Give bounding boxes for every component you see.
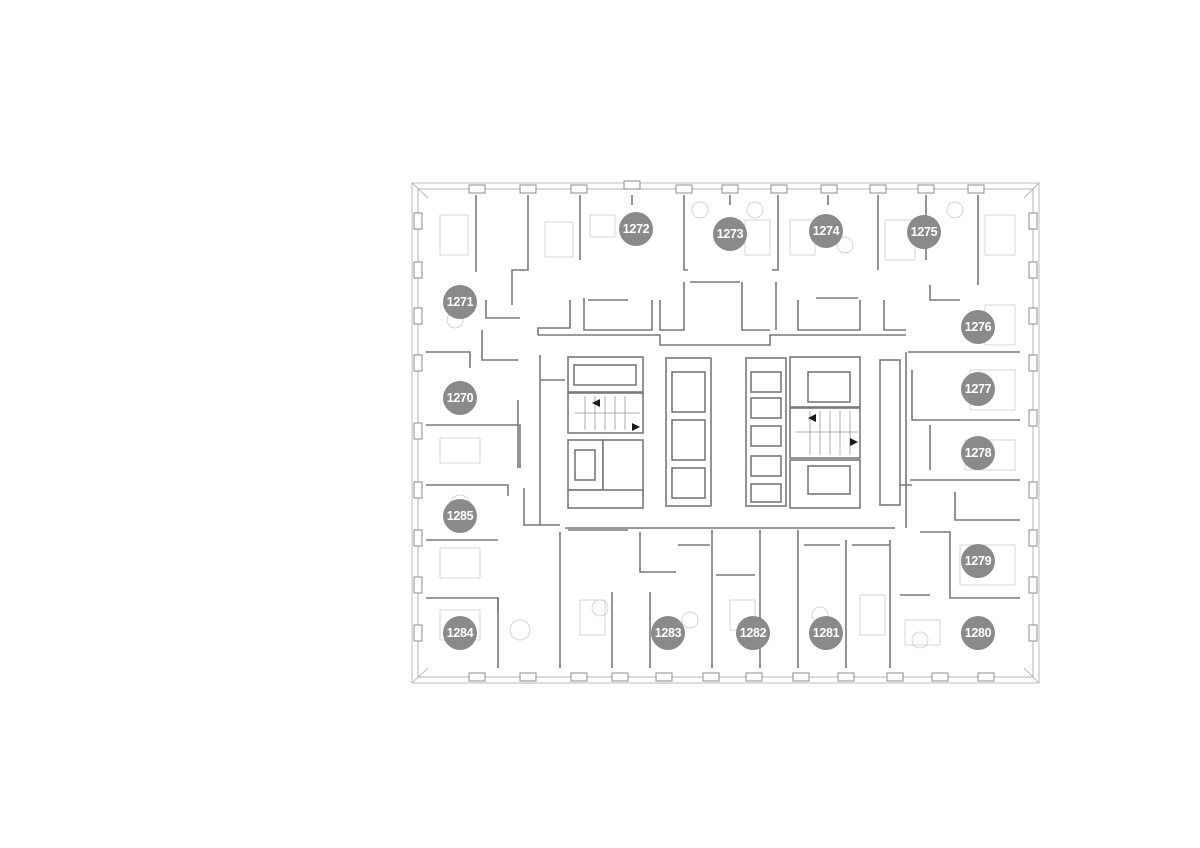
stair-arrow-left-down xyxy=(632,423,640,431)
unit-1273[interactable]: 1273 xyxy=(713,217,747,251)
corridor xyxy=(538,334,907,529)
stair-arrow-right-up xyxy=(808,414,816,422)
unit-1271[interactable]: 1271 xyxy=(443,285,477,319)
unit-label-1279: 1279 xyxy=(965,554,992,568)
unit-badge-1280 xyxy=(961,616,995,650)
unit-label-1285: 1285 xyxy=(447,509,474,523)
stair-arrow-left-up xyxy=(592,399,600,407)
furniture xyxy=(439,201,1016,649)
stair-right xyxy=(796,411,858,455)
unit-badge-1278 xyxy=(961,436,995,470)
unit-1274[interactable]: 1274 xyxy=(809,214,843,248)
unit-1283[interactable]: 1283 xyxy=(651,616,685,650)
unit-badge-1272 xyxy=(619,212,653,246)
elevator-bank-right xyxy=(745,357,787,507)
unit-label-1273: 1273 xyxy=(717,227,744,241)
unit-label-1284: 1284 xyxy=(447,626,474,640)
unit-1276[interactable]: 1276 xyxy=(961,310,995,344)
unit-badges: 1271 1272 1273 1274 1275 1276 1277 1278 xyxy=(443,212,995,650)
unit-label-1275: 1275 xyxy=(911,225,938,239)
unit-1285[interactable]: 1285 xyxy=(443,499,477,533)
unit-label-1274: 1274 xyxy=(813,224,840,238)
unit-badge-1285 xyxy=(443,499,477,533)
unit-label-1280: 1280 xyxy=(965,626,992,640)
stair-arrow-right-down xyxy=(850,438,858,446)
unit-1279[interactable]: 1279 xyxy=(961,544,995,578)
core-left xyxy=(567,356,644,509)
unit-badge-1273 xyxy=(713,217,747,251)
unit-1270[interactable]: 1270 xyxy=(443,381,477,415)
unit-badge-1274 xyxy=(809,214,843,248)
unit-badge-1270 xyxy=(443,381,477,415)
unit-label-1277: 1277 xyxy=(965,382,992,396)
unit-badge-1281 xyxy=(809,616,843,650)
unit-1284[interactable]: 1284 xyxy=(443,616,477,650)
unit-badge-1283 xyxy=(651,616,685,650)
unit-badge-1284 xyxy=(443,616,477,650)
unit-1282[interactable]: 1282 xyxy=(736,616,770,650)
unit-badge-1271 xyxy=(443,285,477,319)
unit-label-1283: 1283 xyxy=(655,626,682,640)
unit-badge-1277 xyxy=(961,372,995,406)
unit-badge-1276 xyxy=(961,310,995,344)
elevator-bank-left xyxy=(665,357,712,507)
building-outline xyxy=(411,182,1040,684)
unit-badge-1275 xyxy=(907,215,941,249)
core-right xyxy=(789,356,901,509)
unit-label-1276: 1276 xyxy=(965,320,992,334)
unit-badge-1282 xyxy=(736,616,770,650)
unit-1278[interactable]: 1278 xyxy=(961,436,995,470)
unit-label-1282: 1282 xyxy=(740,626,767,640)
partition-walls xyxy=(426,195,1020,668)
facade-windows xyxy=(413,180,1038,682)
unit-badge-1279 xyxy=(961,544,995,578)
unit-1272[interactable]: 1272 xyxy=(619,212,653,246)
unit-label-1270: 1270 xyxy=(447,391,474,405)
unit-label-1271: 1271 xyxy=(447,295,474,309)
unit-label-1272: 1272 xyxy=(623,222,650,236)
unit-label-1278: 1278 xyxy=(965,446,992,460)
unit-1277[interactable]: 1277 xyxy=(961,372,995,406)
unit-1275[interactable]: 1275 xyxy=(907,215,941,249)
unit-1280[interactable]: 1280 xyxy=(961,616,995,650)
unit-1281[interactable]: 1281 xyxy=(809,616,843,650)
unit-label-1281: 1281 xyxy=(813,626,840,640)
